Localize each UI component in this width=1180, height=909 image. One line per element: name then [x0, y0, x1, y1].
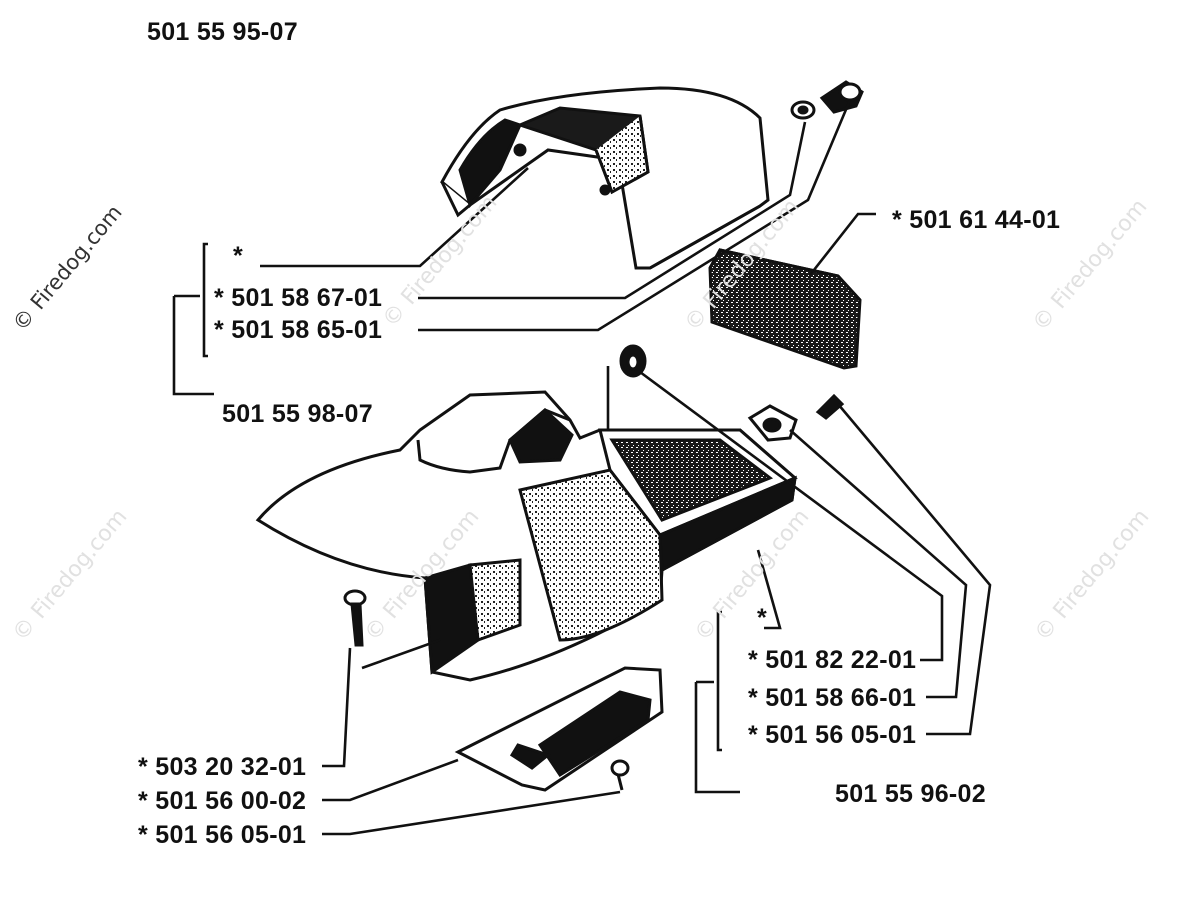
- group-brackets: [172, 242, 740, 794]
- label-filter-part: * 501 61 44-01: [892, 206, 1061, 234]
- label-part-503-20-32-01: * 503 20 32-01: [138, 753, 307, 781]
- label-part-501-56-05-01-left: * 501 56 05-01: [138, 821, 307, 849]
- label-top-assembly: 501 55 95-07: [147, 18, 298, 46]
- base-housing-part: [255, 390, 798, 682]
- washer-and-nut-part: [790, 80, 864, 120]
- label-base-star: *: [757, 604, 768, 632]
- label-part-501-56-05-01-right: * 501 56 05-01: [748, 721, 917, 749]
- bushing-and-screw-part: [747, 393, 845, 442]
- grommet-part: [619, 344, 647, 378]
- label-right-group: 501 55 96-02: [835, 780, 986, 808]
- screw-left-part: [343, 589, 367, 647]
- label-part-501-58-67-01: * 501 58 67-01: [214, 284, 383, 312]
- label-cover-star: *: [233, 242, 244, 270]
- label-part-501-58-65-01: * 501 58 65-01: [214, 316, 383, 344]
- label-part-501-56-00-02: * 501 56 00-02: [138, 787, 307, 815]
- label-left-group: 501 55 98-07: [222, 400, 373, 428]
- cylinder-cover-part: [440, 86, 770, 270]
- bottom-plate-part: [454, 666, 664, 792]
- label-part-501-82-22-01: * 501 82 22-01: [748, 646, 917, 674]
- leader-lines: [260, 99, 992, 836]
- label-part-501-58-66-01: * 501 58 66-01: [748, 684, 917, 712]
